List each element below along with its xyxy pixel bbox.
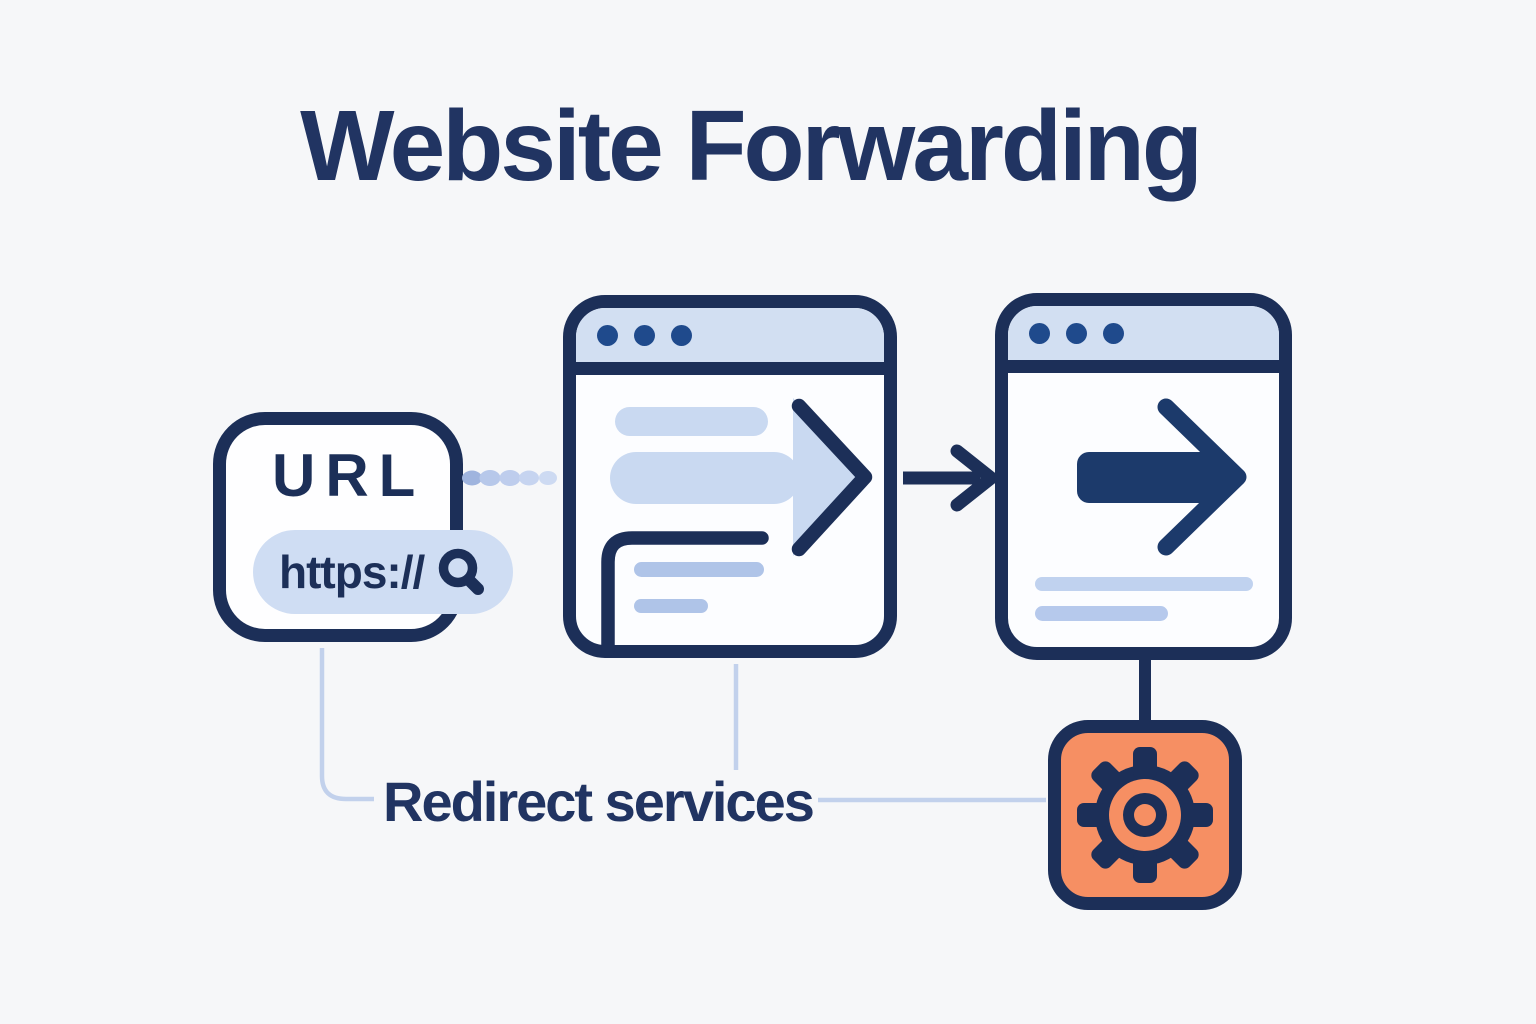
window-dot-icon xyxy=(597,324,618,346)
page-title: Website Forwarding xyxy=(300,90,1203,202)
url-label: URL xyxy=(272,442,426,509)
browser-header xyxy=(576,308,884,375)
address-bar: https:// xyxy=(253,530,513,614)
window-dot-icon xyxy=(1066,322,1087,344)
gear-box xyxy=(1048,720,1242,910)
magnifier-icon xyxy=(439,548,485,595)
redirect-services-label: Redirect services xyxy=(383,770,815,833)
connector-url-to-caption xyxy=(319,648,374,802)
browser-window-destination xyxy=(995,293,1292,660)
window-dot-icon xyxy=(671,324,692,346)
browser-window-source xyxy=(563,295,897,658)
window-dot-icon xyxy=(1029,322,1050,344)
window-dot-icon xyxy=(1103,322,1124,344)
arrow-right-connector-icon xyxy=(903,444,998,512)
address-text: https:// xyxy=(279,546,425,598)
window-dot-icon xyxy=(634,324,655,346)
dotted-connector xyxy=(462,470,557,486)
browser-header xyxy=(1008,306,1279,373)
